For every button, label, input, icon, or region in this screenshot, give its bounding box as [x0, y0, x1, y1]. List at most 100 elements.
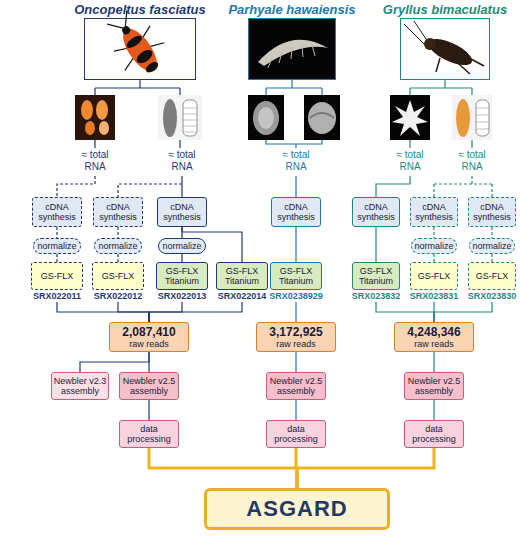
bug-body: [117, 23, 164, 77]
photo-background: [248, 18, 336, 80]
flow-connector: [149, 302, 242, 322]
flow-connector: [433, 352, 434, 372]
box-label: raw reads: [276, 339, 316, 349]
cdna-synthesis-box: cDNA synthesis: [410, 197, 458, 227]
embryo-segments: [476, 108, 489, 129]
cdna-synthesis-box-outline: cDNA synthesis: [410, 197, 458, 227]
image-background: [452, 95, 492, 140]
assembly-box: Newbler v2.5 assembly: [119, 372, 179, 400]
edge-group: [57, 227, 492, 488]
accession-id: SRX0238929: [265, 291, 327, 302]
database-box-outline: ASGARD: [204, 488, 390, 530]
flow-connector: [434, 302, 492, 322]
box-label: raw reads: [414, 339, 454, 349]
photo-background: [84, 18, 196, 80]
bug-pattern: [125, 33, 144, 50]
rna-label: ≈ total RNA: [387, 149, 433, 173]
processing-box: data processing: [119, 420, 179, 448]
cdna-synthesis-box-outline: cDNA synthesis: [93, 197, 143, 227]
read-count: 2,087,410: [122, 326, 175, 339]
flow-connector: [433, 227, 434, 238]
box-label: normalize: [162, 241, 201, 251]
sequencing-box-outline: GS-FLX Titanium: [156, 262, 208, 290]
raw-reads-box-outline: 3,172,925raw reads: [256, 322, 336, 352]
image-background: [75, 95, 115, 140]
accession-id: SRX023832: [348, 291, 404, 302]
bug-head: [121, 25, 132, 36]
cdna-synthesis-box: cDNA synthesis: [352, 197, 400, 227]
normalize-oval: normalize: [158, 238, 206, 254]
normalize-oval: normalize: [94, 238, 142, 254]
read-count: 3,172,925: [269, 326, 322, 339]
box-label: GS-FLX: [418, 271, 451, 281]
assembly-box: Newbler v2.5 assembly: [266, 372, 326, 400]
ovary-shape: [85, 121, 95, 135]
gryllus-embryo-image: [452, 95, 492, 140]
box-label: GS-FLX Titanium: [217, 266, 267, 286]
ovary-shape: [99, 121, 109, 135]
flow-connector: [148, 400, 149, 420]
box-label: cDNA synthesis: [33, 202, 81, 222]
accession-id: SRX023831: [406, 291, 462, 302]
sequencing-box-outline: GS-FLX: [31, 262, 83, 290]
sequencing-box-outline: GS-FLX Titanium: [216, 262, 268, 290]
egg-shape: [456, 99, 470, 137]
image-background: [158, 95, 202, 140]
parhyale-embryo-image: [304, 95, 340, 140]
assembly-box-outline: Newbler v2.5 assembly: [266, 372, 326, 400]
rna-label: ≈ total RNA: [449, 149, 495, 173]
sequencing-box: GS-FLXSRX023830: [464, 262, 520, 302]
tree-line: [266, 80, 322, 197]
sequencing-box: GS-FLX TitaniumSRX022013: [152, 262, 212, 302]
box-label: GS-FLX: [102, 271, 135, 281]
cdna-synthesis-box-outline: cDNA synthesis: [271, 197, 321, 227]
normalize-oval-outline: normalize: [158, 238, 206, 254]
flow-connector: [491, 227, 492, 238]
box-label: GS-FLX Titanium: [353, 266, 399, 286]
raw-reads-box: 2,087,410raw reads: [109, 322, 189, 352]
embryo-shape: [308, 102, 336, 134]
box-label: GS-FLX Titanium: [157, 266, 207, 286]
flow-connector: [376, 302, 434, 322]
box-label: cDNA synthesis: [272, 202, 320, 222]
raw-reads-box: 4,248,346raw reads: [394, 322, 474, 352]
box-label: Newbler v2.5 assembly: [267, 376, 325, 396]
rna-label: ≈ total RNA: [72, 149, 118, 173]
embryo-shape: [258, 107, 274, 129]
box-label: GS-FLX: [41, 271, 74, 281]
image-background: [304, 95, 340, 140]
parhyale-embryo-image: [248, 95, 284, 140]
box-label: Newbler v2.3 assembly: [52, 376, 108, 396]
box-label: normalize: [98, 241, 137, 251]
image-background: [248, 95, 284, 140]
accession-id: SRX023830: [464, 291, 520, 302]
normalize-oval: normalize: [469, 238, 515, 254]
box-label: data processing: [405, 424, 463, 444]
flow-connector: [80, 352, 149, 372]
sample-tree-lines: [57, 80, 492, 197]
rna-label: ≈ total RNA: [273, 149, 319, 173]
tree-line: [57, 176, 182, 197]
raw-reads-box-outline: 4,248,346raw reads: [394, 322, 474, 352]
box-label: data processing: [267, 424, 325, 444]
accession-id: SRX022012: [88, 291, 148, 302]
tree-line: [434, 176, 492, 197]
species-name: Gryllus bimaculatus: [370, 2, 520, 18]
oncopeltus-embryo-image: [158, 95, 202, 140]
box-label: cDNA synthesis: [158, 202, 206, 222]
sequencing-box-outline: GS-FLX: [92, 262, 144, 290]
embryo-segments: [183, 108, 197, 132]
accession-id: SRX022013: [152, 291, 212, 302]
bug-wingtip: [144, 60, 160, 75]
flow-connector: [117, 227, 118, 238]
box-label: Newbler v2.5 assembly: [120, 376, 178, 396]
cdna-synthesis-box: cDNA synthesis: [32, 197, 82, 227]
box-label: normalize: [37, 241, 76, 251]
amphipod-body: [258, 40, 328, 66]
normalize-oval: normalize: [33, 238, 81, 254]
embryo-sketch: [476, 100, 489, 136]
tree-line: [376, 80, 472, 197]
flow-connector: [491, 254, 492, 262]
cdna-synthesis-box: cDNA synthesis: [93, 197, 143, 227]
